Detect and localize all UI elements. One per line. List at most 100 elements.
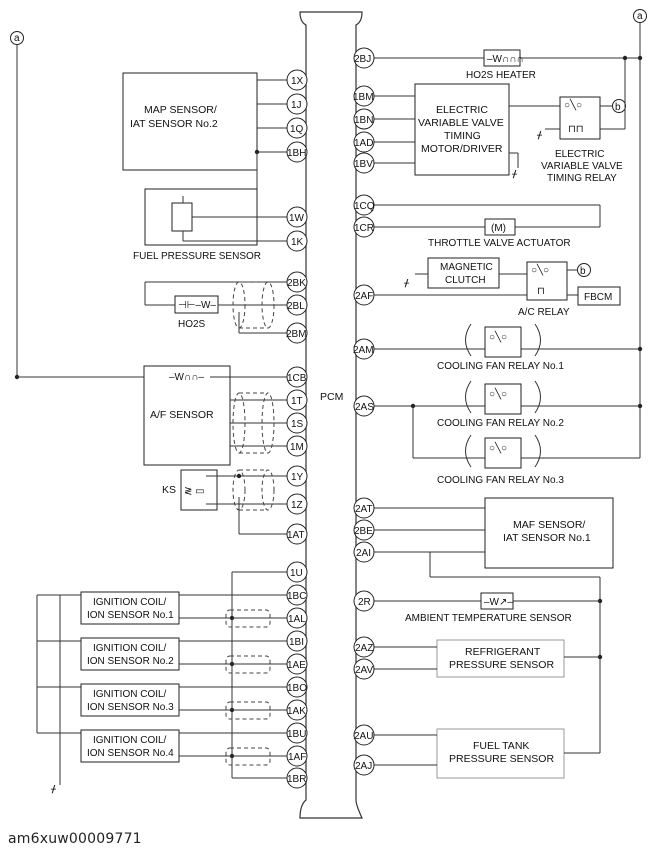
- ho2s-symbol: ⊣⊢–W–: [178, 300, 216, 311]
- ign2-label-2: ION SENSOR No.2: [87, 656, 174, 667]
- throttle-motor-symbol: (M): [491, 223, 506, 234]
- pin-1M: 1M: [290, 442, 304, 453]
- pin-1BM: 1BM: [353, 92, 374, 103]
- fan-relay-3-symbol: ○╲○: [489, 441, 507, 454]
- ignition-coil-2-box: [80, 637, 180, 671]
- fuel-pressure-sensor-label: FUEL PRESSURE SENSOR: [133, 251, 261, 262]
- evvt-relay-coil: ⊓⊓: [568, 124, 584, 135]
- pin-1CQ: 1CQ: [354, 201, 375, 212]
- pin-1S: 1S: [291, 419, 304, 430]
- evvt-motor-label-2: VARIABLE VALVE: [418, 117, 504, 129]
- evvt-relay-box: [559, 96, 601, 140]
- marker-b-ac-text: b: [580, 266, 586, 277]
- marker-a-right: [633, 9, 647, 23]
- evvt-motor-label-4: MOTOR/DRIVER: [421, 143, 503, 155]
- pin-1AK: 1AK: [287, 706, 306, 717]
- evvt-relay-label-1: ELECTRIC: [555, 149, 604, 160]
- af-sensor-label: A/F SENSOR: [150, 409, 214, 421]
- ac-relay-switch: ○╲○: [531, 263, 549, 276]
- pin-1AF: 1AF: [288, 752, 306, 763]
- ho2s-heater-label: HO2S HEATER: [466, 70, 536, 81]
- evvt-relay-switch: ○╲○: [564, 98, 582, 111]
- refrigerant-label-1: REFRIGERANT: [465, 646, 541, 658]
- ambient-thermistor-symbol: –W↗–: [484, 597, 513, 608]
- fan-relay-2-label: COOLING FAN RELAY No.2: [437, 418, 564, 429]
- fuel-tank-label-2: PRESSURE SENSOR: [449, 753, 554, 765]
- pin-1BU: 1BU: [287, 729, 306, 740]
- pin-1BR: 1BR: [287, 774, 306, 785]
- ign1-label-2: ION SENSOR No.1: [87, 610, 174, 621]
- pin-1AE: 1AE: [287, 660, 306, 671]
- pin-2AU: 2AU: [354, 731, 373, 742]
- fbcm-label: FBCM: [584, 292, 612, 303]
- fan-relay-3-label: COOLING FAN RELAY No.3: [437, 475, 564, 486]
- ignition-coil-4-box: [80, 729, 180, 763]
- fan-relay-1-symbol: ○╲○: [489, 330, 507, 343]
- ign3-label-2: ION SENSOR No.3: [87, 702, 174, 713]
- pin-2AF: 2AF: [355, 291, 373, 302]
- pin-1Z: 1Z: [291, 500, 303, 511]
- refrigerant-sensor-box: [436, 639, 565, 678]
- magnetic-clutch-label-1: MAGNETIC: [440, 262, 493, 273]
- ign3-label-1: IGNITION COIL/: [93, 689, 167, 700]
- ign4-label-1: IGNITION COIL/: [93, 735, 167, 746]
- evvt-motor-label-1: ELECTRIC: [436, 104, 488, 116]
- fan-relay-2-box: [484, 383, 522, 415]
- pin-2AS: 2AS: [355, 402, 374, 413]
- pin-1CB: 1CB: [287, 373, 307, 384]
- marker-b-ac: [577, 263, 591, 277]
- pin-1BN: 1BN: [354, 115, 373, 126]
- evvt-motor-label-3: TIMING: [444, 130, 481, 142]
- pin-2BM: 2BM: [286, 329, 307, 340]
- ground-symbol-relay: ᚋ: [536, 130, 543, 141]
- pin-1BI: 1BI: [289, 637, 304, 648]
- pin-1K: 1K: [291, 237, 304, 248]
- pin-1BV: 1BV: [354, 159, 373, 170]
- fan-relay-1-box: [484, 326, 522, 358]
- pcm-label: PCM: [320, 391, 343, 403]
- marker-a-left: [10, 31, 24, 45]
- ground-symbol-evvt: ᚋ: [511, 169, 518, 180]
- pin-1AT: 1AT: [287, 530, 305, 541]
- pin-1J: 1J: [291, 100, 302, 111]
- pin-1AD: 1AD: [354, 138, 373, 149]
- pcm-body: [299, 11, 363, 819]
- fuel-tank-sensor-box: [436, 728, 565, 779]
- figure-code: am6xuw00009771: [8, 831, 142, 847]
- ac-relay-label: A/C RELAY: [518, 307, 570, 318]
- magnetic-clutch-box: [427, 257, 500, 289]
- ign4-label-2: ION SENSOR No.4: [87, 748, 174, 759]
- fan-relay-1-label: COOLING FAN RELAY No.1: [437, 361, 564, 372]
- evvt-relay-label-3: TIMING RELAY: [547, 173, 617, 184]
- ground-symbol-clutch: ᚋ: [403, 278, 410, 289]
- fan-relay-3-box: [484, 437, 522, 469]
- pin-1CR: 1CR: [354, 223, 374, 234]
- pin-2AZ: 2AZ: [355, 643, 373, 654]
- pin-1T: 1T: [291, 396, 303, 407]
- marker-b-evvt-text: b: [615, 102, 621, 113]
- evvt-motor-box: [414, 83, 510, 176]
- maf-sensor-label-1: MAF SENSOR/: [513, 519, 585, 531]
- pin-2AM: 2AM: [353, 345, 374, 356]
- marker-a-left-text: a: [14, 33, 20, 44]
- ac-relay-coil: ⊓: [537, 286, 545, 297]
- pin-2AJ: 2AJ: [355, 761, 372, 772]
- ho2s-label: HO2S: [178, 319, 206, 330]
- pin-2AV: 2AV: [355, 665, 373, 676]
- maf-sensor-box: [484, 497, 614, 569]
- evvt-relay-label-2: VARIABLE VALVE: [541, 161, 623, 172]
- pin-2R: 2R: [358, 597, 371, 608]
- fan-relay-2-symbol: ○╲○: [489, 387, 507, 400]
- ground-symbol-left: ᚋ: [50, 784, 57, 795]
- pin-1X: 1X: [291, 76, 304, 87]
- ignition-coil-1-box: [80, 591, 180, 625]
- map-sensor-label-2: IAT SENSOR No.2: [130, 118, 218, 130]
- pin-2BJ: 2BJ: [354, 54, 371, 65]
- marker-a-right-text: a: [637, 11, 643, 22]
- pin-2BK: 2BK: [287, 278, 306, 289]
- pin-2BE: 2BE: [354, 526, 373, 537]
- ambient-sensor-label: AMBIENT TEMPERATURE SENSOR: [405, 613, 572, 624]
- pin-2BL: 2BL: [287, 301, 305, 312]
- af-sensor-box: [143, 365, 231, 466]
